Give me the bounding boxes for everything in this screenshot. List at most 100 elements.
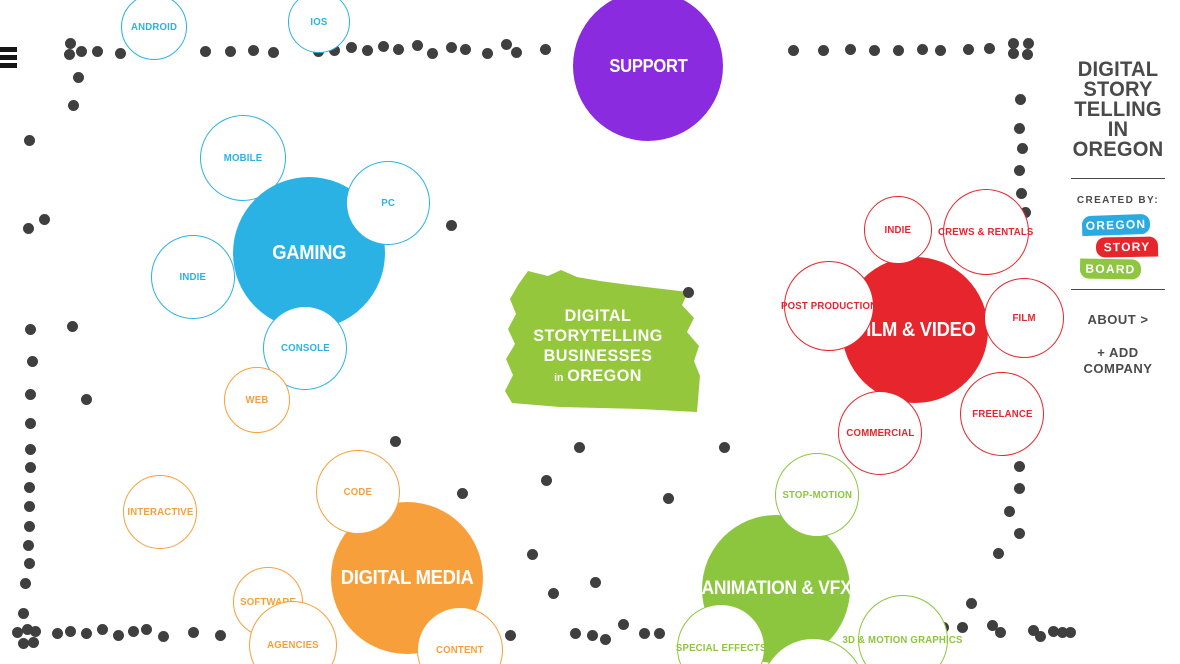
satellite-interactive[interactable]: INTERACTIVE bbox=[123, 475, 197, 549]
company-dot[interactable] bbox=[1047, 625, 1059, 637]
company-dot[interactable] bbox=[26, 355, 38, 367]
company-dot[interactable] bbox=[1021, 48, 1033, 60]
satellite-code[interactable]: CODE bbox=[316, 450, 400, 534]
company-dot[interactable] bbox=[599, 633, 611, 645]
company-dot[interactable] bbox=[638, 627, 650, 639]
satellite-android[interactable]: ANDROID bbox=[121, 0, 187, 60]
company-dot[interactable] bbox=[389, 435, 401, 447]
company-dot[interactable] bbox=[127, 625, 139, 637]
company-dot[interactable] bbox=[586, 629, 598, 641]
company-dot[interactable] bbox=[22, 539, 34, 551]
company-dot[interactable] bbox=[718, 441, 730, 453]
company-dot[interactable] bbox=[1013, 482, 1025, 494]
company-dot[interactable] bbox=[1013, 527, 1025, 539]
company-dot[interactable] bbox=[1015, 187, 1027, 199]
company-dot[interactable] bbox=[392, 43, 404, 55]
company-dot[interactable] bbox=[187, 626, 199, 638]
company-dot[interactable] bbox=[456, 487, 468, 499]
company-dot[interactable] bbox=[510, 46, 522, 58]
company-dot[interactable] bbox=[573, 441, 585, 453]
cluster-support[interactable]: SUPPORT bbox=[573, 0, 723, 141]
satellite-crews-rentals[interactable]: CREWS & RENTALS bbox=[938, 189, 1034, 275]
company-dot[interactable] bbox=[983, 42, 995, 54]
company-dot[interactable] bbox=[80, 393, 92, 405]
company-dot[interactable] bbox=[328, 44, 340, 56]
company-dot[interactable] bbox=[445, 41, 457, 53]
company-dot[interactable] bbox=[17, 637, 29, 649]
company-dot[interactable] bbox=[23, 500, 35, 512]
company-dot[interactable] bbox=[80, 627, 92, 639]
company-dot[interactable] bbox=[1019, 206, 1031, 218]
company-dot[interactable] bbox=[962, 43, 974, 55]
company-dot[interactable] bbox=[1022, 37, 1034, 49]
company-dot[interactable] bbox=[29, 625, 41, 637]
satellite-post-production[interactable]: POST PRODUCTION bbox=[781, 261, 877, 351]
company-dot[interactable] bbox=[66, 320, 78, 332]
company-dot[interactable] bbox=[994, 626, 1006, 638]
company-dot[interactable] bbox=[481, 47, 493, 59]
company-dot[interactable] bbox=[526, 548, 538, 560]
company-dot[interactable] bbox=[569, 627, 581, 639]
company-dot[interactable] bbox=[1064, 626, 1076, 638]
company-dot[interactable] bbox=[844, 43, 856, 55]
company-dot[interactable] bbox=[24, 388, 36, 400]
company-dot[interactable] bbox=[112, 629, 124, 641]
company-dot[interactable] bbox=[459, 43, 471, 55]
company-dot[interactable] bbox=[1003, 505, 1015, 517]
company-dot[interactable] bbox=[1013, 122, 1025, 134]
company-dot[interactable] bbox=[411, 39, 423, 51]
company-dot[interactable] bbox=[224, 45, 236, 57]
company-dot[interactable] bbox=[51, 627, 63, 639]
company-dot[interactable] bbox=[96, 623, 108, 635]
company-dot[interactable] bbox=[682, 286, 694, 298]
company-dot[interactable] bbox=[24, 443, 36, 455]
company-dot[interactable] bbox=[157, 630, 169, 642]
company-dot[interactable] bbox=[1014, 93, 1026, 105]
company-dot[interactable] bbox=[267, 46, 279, 58]
satellite-indie[interactable]: INDIE bbox=[151, 235, 235, 319]
company-dot[interactable] bbox=[19, 577, 31, 589]
company-dot[interactable] bbox=[23, 134, 35, 146]
satellite-web[interactable]: WEB bbox=[224, 367, 290, 433]
company-dot[interactable] bbox=[956, 621, 968, 633]
company-dot[interactable] bbox=[377, 40, 389, 52]
company-dot[interactable] bbox=[140, 623, 152, 635]
company-dot[interactable] bbox=[1016, 142, 1028, 154]
company-dot[interactable] bbox=[589, 576, 601, 588]
company-dot[interactable] bbox=[24, 417, 36, 429]
company-dot[interactable] bbox=[547, 587, 559, 599]
company-dot[interactable] bbox=[23, 557, 35, 569]
company-dot[interactable] bbox=[11, 626, 23, 638]
company-dot[interactable] bbox=[199, 45, 211, 57]
company-dot[interactable] bbox=[986, 619, 998, 631]
company-dot[interactable] bbox=[1027, 624, 1039, 636]
company-dot[interactable] bbox=[214, 629, 226, 641]
company-dot[interactable] bbox=[787, 44, 799, 56]
menu-button[interactable] bbox=[0, 47, 17, 68]
company-dot[interactable] bbox=[361, 44, 373, 56]
satellite-film[interactable]: FILM bbox=[984, 278, 1064, 358]
satellite-freelance[interactable]: FREELANCE bbox=[960, 372, 1044, 456]
company-dot[interactable] bbox=[247, 44, 259, 56]
company-dot[interactable] bbox=[23, 481, 35, 493]
company-dot[interactable] bbox=[21, 623, 33, 635]
company-dot[interactable] bbox=[345, 41, 357, 53]
company-dot[interactable] bbox=[67, 99, 79, 111]
satellite-pc[interactable]: PC bbox=[346, 161, 430, 245]
company-dot[interactable] bbox=[24, 323, 36, 335]
satellite-3d-motion-graphics[interactable]: 3D & MOTION GRAPHICS bbox=[843, 595, 963, 664]
company-dot[interactable] bbox=[1034, 630, 1046, 642]
company-dot[interactable] bbox=[114, 47, 126, 59]
company-dot[interactable] bbox=[24, 461, 36, 473]
company-dot[interactable] bbox=[817, 44, 829, 56]
company-dot[interactable] bbox=[72, 71, 84, 83]
about-link[interactable]: ABOUT > bbox=[1087, 312, 1149, 327]
company-dot[interactable] bbox=[539, 43, 551, 55]
company-dot[interactable] bbox=[63, 48, 75, 60]
company-dot[interactable] bbox=[1013, 460, 1025, 472]
satellite-ios[interactable]: IOS bbox=[288, 0, 350, 53]
company-dot[interactable] bbox=[540, 474, 552, 486]
company-dot[interactable] bbox=[1056, 626, 1068, 638]
company-dot[interactable] bbox=[445, 219, 457, 231]
company-dot[interactable] bbox=[1007, 37, 1019, 49]
